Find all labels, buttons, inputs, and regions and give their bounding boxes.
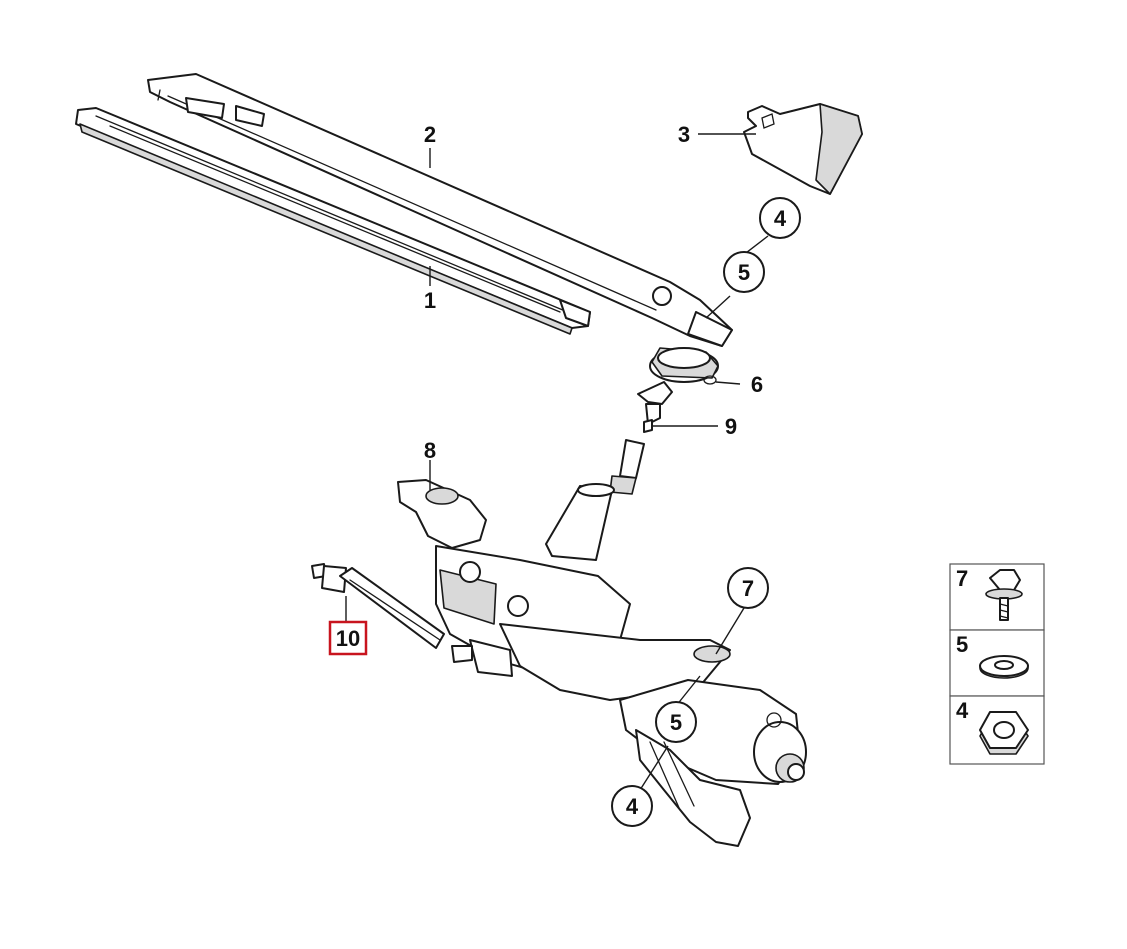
spindle-seal xyxy=(649,347,719,385)
leader-lines xyxy=(345,133,769,791)
callout-7: 7 xyxy=(742,576,754,601)
legend-number-washer: 5 xyxy=(956,632,968,657)
hex-bolt-icon xyxy=(985,569,1023,621)
legend-number-bolt: 7 xyxy=(956,566,968,591)
legend-number-nut: 4 xyxy=(956,698,969,723)
callout-7-circle xyxy=(727,567,769,609)
callout-4-bottom-circle xyxy=(611,785,653,827)
callout-10: 10 xyxy=(336,626,360,651)
wiper-arm xyxy=(147,73,733,347)
drain-hose xyxy=(311,563,445,649)
callout-4-top: 4 xyxy=(774,206,787,231)
callout-9: 9 xyxy=(725,414,737,439)
spindle-cap xyxy=(637,381,673,433)
hardware-legend: 7 5 4 xyxy=(949,563,1045,765)
arm-cap xyxy=(743,103,863,195)
callouts: 1 2 3 4 5 6 9 8 7 10 5 4 xyxy=(328,122,801,827)
callout-10-highlight-box xyxy=(328,620,368,656)
hex-nut-icon xyxy=(979,711,1029,755)
callout-4-bottom: 4 xyxy=(626,794,639,819)
callout-5-top: 5 xyxy=(738,260,750,285)
callout-6: 6 xyxy=(751,372,763,397)
callout-5-bottom: 5 xyxy=(670,710,682,735)
callout-5-top-circle xyxy=(723,251,765,293)
callout-8: 8 xyxy=(424,438,436,463)
callout-5-bottom-circle xyxy=(655,701,697,743)
callout-2: 2 xyxy=(424,122,436,147)
callout-1: 1 xyxy=(424,288,436,313)
wiper-blade xyxy=(75,107,591,335)
callout-3: 3 xyxy=(678,122,690,147)
callout-4-top-circle xyxy=(759,197,801,239)
washer-icon xyxy=(979,655,1029,679)
wiper-motor-assembly xyxy=(397,439,807,847)
